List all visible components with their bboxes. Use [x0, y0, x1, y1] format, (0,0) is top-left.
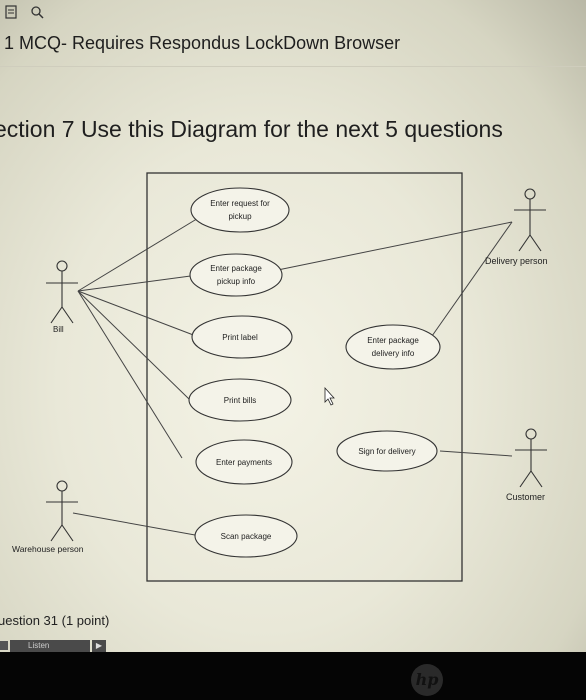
use-case-enter-package-delivery-info [345, 324, 441, 370]
browser-toolbar [0, 0, 586, 26]
enter-pickup-info-label-1: Enter package [210, 264, 262, 273]
question-points: (1 point) [61, 613, 110, 628]
use-case-diagram: Bill Delivery person Customer Warehouse … [12, 172, 548, 582]
use-case-sign-for-delivery [336, 430, 438, 472]
scan-package-label: Scan package [221, 532, 272, 541]
enter-request-label-1: Enter request for [210, 199, 270, 208]
customer-actor [515, 428, 547, 488]
enter-delivery-info-label-1: Enter package [367, 336, 419, 345]
association-lines [72, 216, 513, 536]
hp-logo: hp [411, 664, 443, 696]
system-boundary [146, 172, 463, 582]
header-divider [0, 66, 586, 67]
enter-request-label-2: pickup [228, 212, 252, 221]
listen-toolbar: Listen ▶ [0, 640, 120, 652]
warehouse-person-actor [46, 480, 78, 542]
customer-label: Customer [506, 492, 545, 502]
question-label: uestion 31 [0, 613, 58, 628]
sign-for-delivery-label: Sign for delivery [358, 447, 415, 456]
bill-label: Bill [53, 325, 64, 334]
question-heading: uestion 31 (1 point) [0, 613, 109, 628]
print-label-label: Print label [222, 333, 258, 342]
laptop-bezel: hp [0, 652, 586, 700]
page-title: 1 MCQ- Requires Respondus LockDown Brows… [4, 33, 401, 53]
enter-payments-label: Enter payments [216, 458, 272, 467]
use-case-print-bills [188, 378, 292, 422]
enter-pickup-info-label-2: pickup info [217, 277, 256, 286]
warehouse-person-label: Warehouse person [12, 544, 84, 554]
menu-icon[interactable] [0, 641, 8, 650]
use-case-enter-payments [195, 439, 293, 485]
use-case-scan-package [194, 514, 298, 558]
use-case-enter-request-for-pickup [190, 187, 290, 233]
delivery-person-actor [514, 188, 546, 252]
use-case-enter-package-pickup-info [189, 253, 283, 297]
bill-actor [46, 260, 78, 324]
enter-delivery-info-label-2: delivery info [372, 349, 415, 358]
search-icon[interactable] [30, 5, 44, 19]
section-title: ection 7 Use this Diagram for the next 5… [0, 116, 503, 142]
listen-button[interactable]: Listen [10, 640, 90, 652]
delivery-person-label: Delivery person [485, 256, 548, 266]
play-icon[interactable]: ▶ [92, 640, 106, 652]
print-bills-label: Print bills [224, 396, 256, 405]
mouse-cursor-icon [324, 386, 335, 406]
use-case-print-label [191, 315, 293, 359]
page-icon[interactable] [4, 5, 18, 19]
